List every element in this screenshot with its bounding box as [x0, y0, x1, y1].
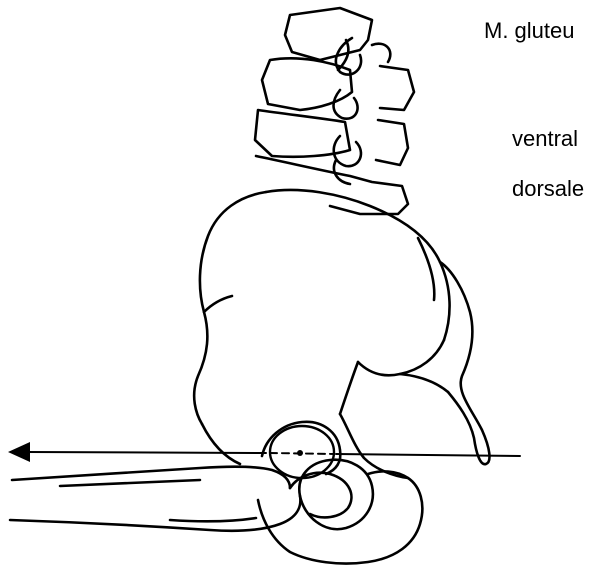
lumbar-spine [255, 8, 414, 214]
obturator-foramen [299, 460, 373, 529]
vertebra-3 [255, 110, 350, 157]
pubic-ramus [258, 471, 422, 563]
ischium [340, 414, 408, 478]
femur-inner-lines [60, 480, 256, 521]
spinous-process-2 [334, 90, 358, 119]
iliac-wing-inner [358, 340, 444, 375]
ventral-label: ventral [512, 126, 578, 152]
muscle-label: M. gluteu [484, 18, 575, 44]
transverse-process-3 [376, 120, 408, 165]
vertebra-4 [256, 156, 408, 214]
axis-arrowhead [8, 442, 30, 462]
rotation-axis [8, 442, 520, 462]
femur-upper-edge [12, 467, 290, 488]
iliac-crest [194, 192, 266, 424]
axis-line-solid-left [26, 452, 266, 453]
dorsal-label: dorsale [512, 176, 584, 202]
vertebra-2 [262, 58, 352, 110]
femur [10, 467, 351, 531]
greater-sciatic-notch [340, 362, 448, 414]
transverse-process-2 [380, 66, 414, 110]
pelvis [194, 190, 489, 564]
vertebra-1 [285, 8, 372, 60]
anterior-body [202, 424, 240, 464]
femur-lower-edge [10, 496, 300, 531]
sacral-curve [204, 238, 434, 312]
